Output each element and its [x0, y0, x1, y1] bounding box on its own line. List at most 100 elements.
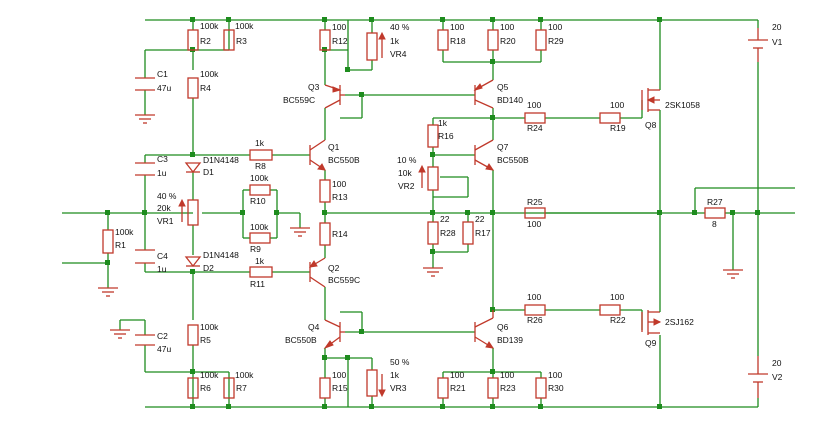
label-Q3-type: BC559C: [283, 95, 315, 105]
label-C3-value: 1u: [157, 168, 167, 178]
label-R17-name: R17: [475, 228, 491, 238]
labels: 100k R2 100k R3 100k R4 C1 47u 100 R12 4…: [115, 21, 783, 393]
label-R23-value: 100: [500, 370, 514, 380]
resistor-R10: [249, 184, 271, 196]
label-R6-name: R6: [200, 383, 211, 393]
label-VR4-pct: 40 %: [390, 22, 410, 32]
diode-D2: [184, 256, 202, 268]
label-R4-name: R4: [200, 83, 211, 93]
label-Q7-type: BC550B: [497, 155, 529, 165]
label-R17-value: 22: [475, 214, 485, 224]
label-R3-name: R3: [236, 36, 247, 46]
capacitor-C4: [135, 249, 155, 264]
resistor-R22: [599, 304, 621, 316]
label-R14-name: R14: [332, 229, 348, 239]
transistor-Q7: [474, 139, 495, 171]
resistor-R30: [535, 377, 547, 399]
label-R19-value: 100: [610, 100, 624, 110]
label-R8-value: 1k: [255, 138, 265, 148]
label-VR2-value: 10k: [398, 168, 412, 178]
label-R15-name: R15: [332, 383, 348, 393]
diodes: [184, 162, 202, 268]
label-R18-value: 100: [450, 22, 464, 32]
label-VR1-pct: 40 %: [157, 191, 177, 201]
capacitors: [135, 77, 155, 346]
label-R7-value: 100k: [235, 370, 254, 380]
transistor-Q6: [474, 310, 495, 349]
label-R16-value: 1k: [438, 118, 448, 128]
label-R1-name: R1: [115, 240, 126, 250]
resistor-R14: [319, 222, 331, 246]
label-C3-name: C3: [157, 154, 168, 164]
transistors: [308, 79, 662, 350]
transistor-Q3: [324, 84, 345, 109]
label-R27-name: R27: [707, 197, 723, 207]
label-D1-name: D1: [203, 167, 214, 177]
label-R13-name: R13: [332, 192, 348, 202]
label-R13-value: 100: [332, 179, 346, 189]
label-R16-name: R16: [438, 131, 454, 141]
resistor-R28: [427, 221, 439, 245]
label-R26-value: 100: [527, 292, 541, 302]
resistor-R7: [223, 377, 235, 399]
capacitor-C2: [135, 334, 155, 346]
resistor-R29: [535, 29, 547, 51]
label-R4-value: 100k: [200, 69, 219, 79]
pot-VR4: [366, 31, 386, 61]
label-VR4-name: VR4: [390, 49, 407, 59]
label-Q8-name: Q8: [645, 120, 657, 130]
junctions: [105, 17, 760, 409]
grounds: [98, 114, 743, 339]
label-Q9-name: Q9: [645, 338, 657, 348]
label-Q5-name: Q5: [497, 82, 509, 92]
resistor-R4: [187, 77, 199, 99]
label-VR3-value: 1k: [390, 370, 400, 380]
label-Q6-name: Q6: [497, 322, 509, 332]
label-Q3-name: Q3: [308, 82, 320, 92]
label-R20-value: 100: [500, 22, 514, 32]
label-Q4-type: BC550B: [285, 335, 317, 345]
battery-V1: [748, 28, 768, 62]
label-Q8-model: 2SK1058: [665, 100, 700, 110]
resistor-R23: [487, 377, 499, 399]
resistor-R18: [437, 29, 449, 51]
label-VR2-name: VR2: [398, 181, 415, 191]
label-VR1-name: VR1: [157, 216, 174, 226]
label-R27-value: 8: [712, 219, 717, 229]
capacitor-C1: [135, 77, 155, 91]
label-R22-value: 100: [610, 292, 624, 302]
label-C4-name: C4: [157, 251, 168, 261]
label-VR2-pct: 10 %: [397, 155, 417, 165]
resistors: [102, 29, 726, 399]
resistor-R21: [437, 377, 449, 399]
label-R18-name: R18: [450, 36, 466, 46]
label-R1-value: 100k: [115, 227, 134, 237]
diode-D1: [184, 162, 202, 174]
label-R26-name: R26: [527, 315, 543, 325]
ground-icon: [110, 329, 130, 339]
label-C2-name: C2: [157, 331, 168, 341]
label-R9-name: R9: [250, 244, 261, 254]
label-V1-value: 20: [772, 22, 782, 32]
resistor-R26: [524, 304, 546, 316]
resistor-R19: [599, 112, 621, 124]
resistor-R9: [249, 232, 271, 244]
resistor-R16: [427, 124, 439, 148]
label-R24-name: R24: [527, 123, 543, 133]
resistor-R12: [319, 29, 331, 51]
label-VR3-name: VR3: [390, 383, 407, 393]
label-R5-name: R5: [200, 335, 211, 345]
transistor-Q4: [323, 319, 345, 350]
label-R11-value: 1k: [255, 256, 265, 266]
label-Q1-type: BC550B: [328, 155, 360, 165]
label-R12-value: 100: [332, 22, 346, 32]
resistor-R25: [524, 207, 546, 219]
ground-icon: [723, 269, 743, 279]
label-R8-name: R8: [255, 161, 266, 171]
label-R30-value: 100: [548, 370, 562, 380]
label-R21-name: R21: [450, 383, 466, 393]
ground-icon: [290, 227, 310, 237]
label-R10-value: 100k: [250, 173, 269, 183]
label-R3-value: 100k: [235, 21, 254, 31]
label-D1-model: D1N4148: [203, 155, 239, 165]
